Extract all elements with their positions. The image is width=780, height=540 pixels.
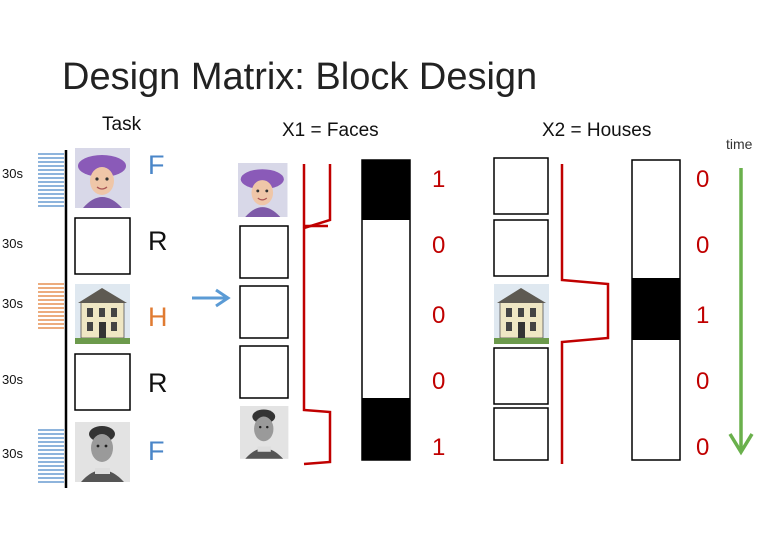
tick-cluster-house — [38, 283, 64, 329]
arrow-icon — [192, 288, 231, 308]
task-letter-rest: R — [148, 368, 168, 398]
x2-active-block — [632, 278, 680, 340]
task-letter-rest: R — [148, 226, 168, 256]
x1-active-block — [362, 398, 410, 460]
task-letter-face: F — [148, 436, 165, 466]
page-title: Design Matrix: Block Design — [62, 56, 538, 98]
x1-active-block — [362, 160, 410, 220]
x2-value: 0 — [696, 166, 710, 193]
x2-value: 0 — [696, 232, 710, 259]
house-image — [74, 283, 131, 345]
face-image — [240, 406, 289, 459]
x1-value: 0 — [432, 368, 446, 395]
duration-label: 30s — [2, 296, 23, 311]
tick-cluster-face — [38, 153, 64, 207]
x2-value: 0 — [696, 368, 710, 395]
x2-value: 0 — [696, 434, 710, 461]
house-image — [493, 283, 550, 345]
x2-value: 1 — [696, 302, 710, 329]
blank-image — [493, 157, 549, 215]
task-label: Task — [102, 114, 142, 135]
face-image — [74, 147, 131, 209]
x1-value: 0 — [432, 302, 446, 329]
blank-image — [493, 219, 549, 277]
face-image — [75, 422, 130, 482]
time-label: time — [726, 136, 753, 152]
x1-value: 1 — [432, 166, 446, 193]
duration-label: 30s — [2, 372, 23, 387]
task-letter-house: H — [148, 302, 168, 332]
face-image — [237, 162, 289, 218]
x2-houses-label: X2 = Houses — [542, 120, 652, 141]
blank-image — [239, 285, 289, 339]
task-letter-face: F — [148, 150, 165, 180]
blank-image — [239, 345, 289, 399]
time-arrow-icon — [728, 168, 754, 456]
x1-faces-label: X1 = Faces — [282, 120, 379, 141]
blank-image — [493, 347, 549, 405]
x1-regressor-line — [302, 164, 332, 466]
x2-regressor-line — [560, 164, 610, 464]
duration-label: 30s — [2, 236, 23, 251]
blank-image — [74, 217, 131, 275]
x1-value: 0 — [432, 232, 446, 259]
blank-image — [239, 225, 289, 279]
blank-image — [74, 353, 131, 411]
x1-regressor-line — [302, 164, 328, 228]
tick-cluster-face — [38, 429, 64, 483]
x1-value: 1 — [432, 434, 446, 461]
duration-label: 30s — [2, 166, 23, 181]
duration-label: 30s — [2, 446, 23, 461]
blank-image — [493, 407, 549, 461]
